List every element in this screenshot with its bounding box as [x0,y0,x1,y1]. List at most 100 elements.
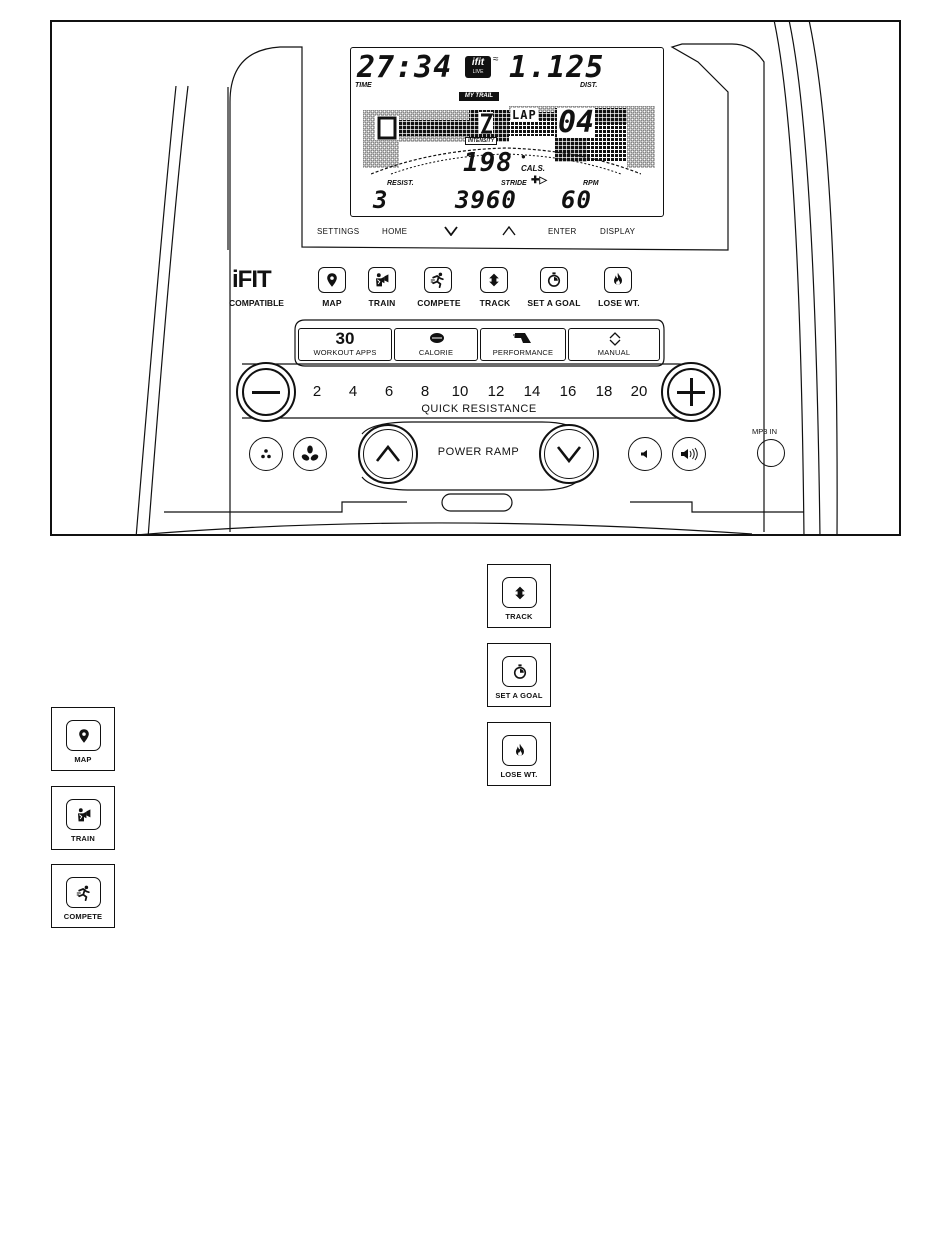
quick-resistance-16[interactable]: 16 [559,383,577,400]
quick-resistance-18[interactable]: 18 [595,383,613,400]
runner-icon [430,272,446,288]
legend-lose-wt-button [502,735,537,766]
lose-wt-button[interactable] [604,267,632,293]
heart-sound-icon: ✚▷ [531,175,548,186]
power-ramp-label: POWER RAMP [437,446,520,458]
set-a-goal-button[interactable] [540,267,568,293]
resistance-increase-button[interactable] [661,362,721,422]
stopwatch-icon [512,664,528,680]
power-ramp-up-button[interactable] [358,424,418,484]
stride-label: STRIDE [501,180,527,187]
map-pin-icon [324,272,340,288]
resist-value: 3 [373,186,389,214]
home-button[interactable]: HOME [382,227,408,236]
quick-resistance-6[interactable]: 6 [384,383,394,400]
quick-resistance-label: QUICK RESISTANCE [421,403,537,415]
volume-up-button[interactable] [672,437,706,471]
workout-apps-label: WORKOUT APPS [313,348,377,357]
map-button-label: MAP [322,298,342,308]
legend-track: TRACK [487,564,551,628]
legend-set-a-goal: SET A GOAL [487,643,551,707]
track-icon [512,585,528,601]
settings-button[interactable]: SETTINGS [317,227,360,236]
plus-icon [667,368,715,416]
calorie-flame-icon: ● [521,152,526,161]
chevron-up-icon [363,429,413,479]
fan-high-icon [301,445,319,461]
quick-resistance-14[interactable]: 14 [523,383,541,400]
quick-resistance-12[interactable]: 12 [487,383,505,400]
resistance-decrease-button[interactable] [236,362,296,422]
legend-lose-wt: LOSE WT. [487,722,551,786]
legend-train-label: TRAIN [71,834,95,843]
lcd-display: 27:34 TIME ifit LIVE ≈ 1.125 DIST. MY TR… [350,47,664,217]
ifit-compatible-label: COMPATIBLE [229,298,284,308]
power-ramp-down-button[interactable] [539,424,599,484]
distance-label: DIST. [580,82,598,89]
lap-text: LAP [511,108,538,122]
console-panel: 27:34 TIME ifit LIVE ≈ 1.125 DIST. MY TR… [50,20,901,536]
distance-value: 1.125 [509,50,605,85]
ifit-badge-text: ifit [471,57,485,68]
legend-set-a-goal-label: SET A GOAL [495,691,543,700]
workout-apps-button[interactable]: 30 WORKOUT APPS [298,328,392,361]
map-button[interactable] [318,267,346,293]
time-value: 27:34 [357,50,453,85]
track-button-label: TRACK [479,298,511,308]
display-button[interactable]: DISPLAY [600,227,636,236]
quick-resistance-4[interactable]: 4 [348,383,358,400]
up-down-icon [609,332,621,346]
performance-button[interactable]: PERFORMANCE [480,328,566,361]
legend-train-button [66,799,101,830]
manual-label: MANUAL [597,348,631,357]
resist-label: RESIST. [387,180,414,187]
legend-compete-label: COMPETE [63,912,103,921]
ifit-live-badge: ifit LIVE [465,56,491,78]
legend-train: TRAIN [51,786,115,850]
compete-button-label: COMPETE [417,298,461,308]
flame-icon [610,272,626,288]
track-icon [486,272,502,288]
fan-low-icon [261,449,271,459]
ifit-logo: iFIT [232,266,272,293]
legend-compete: COMPETE [51,864,115,928]
calorie-button[interactable]: CALORIE [394,328,478,361]
stride-value: 3960 [455,186,517,214]
mp3-in-port[interactable] [757,439,785,467]
volume-down-button[interactable] [628,437,662,471]
volume-up-icon [681,447,698,461]
time-label: TIME [355,82,372,89]
calorie-icon [430,333,444,343]
legend-map: MAP [51,707,115,771]
track-button[interactable] [480,267,508,293]
compete-button[interactable] [424,267,452,293]
legend-compete-button [66,877,101,908]
rpm-label: RPM [583,180,599,187]
quick-resistance-8[interactable]: 8 [420,383,430,400]
minus-icon [242,368,290,416]
mp3-in-label: MP3 IN [752,427,778,436]
chevron-up-icon[interactable] [502,226,516,236]
chevron-down-icon[interactable] [444,226,458,236]
quick-resistance-10[interactable]: 10 [451,383,469,400]
legend-track-button [502,577,537,608]
train-button[interactable] [368,267,396,293]
performance-icon [513,333,531,343]
legend-track-label: TRACK [505,612,533,621]
train-button-label: TRAIN [368,298,396,308]
runner-icon [76,885,92,901]
calories-label: CALS. [521,164,545,173]
track-lanes [371,147,641,175]
intensity-label: INTENSITY [465,137,498,145]
enter-button[interactable]: ENTER [548,227,577,236]
quick-resistance-2[interactable]: 2 [312,383,322,400]
legend-set-a-goal-button [502,656,537,687]
fan-low-button[interactable] [249,437,283,471]
fan-high-button[interactable] [293,437,327,471]
my-trail-label: MY TRAIL [459,92,499,101]
quick-resistance-20[interactable]: 20 [630,383,648,400]
set-a-goal-button-label: SET A GOAL [527,298,581,308]
map-pin-icon [76,728,92,744]
manual-button[interactable]: MANUAL [568,328,660,361]
stopwatch-icon [546,272,562,288]
